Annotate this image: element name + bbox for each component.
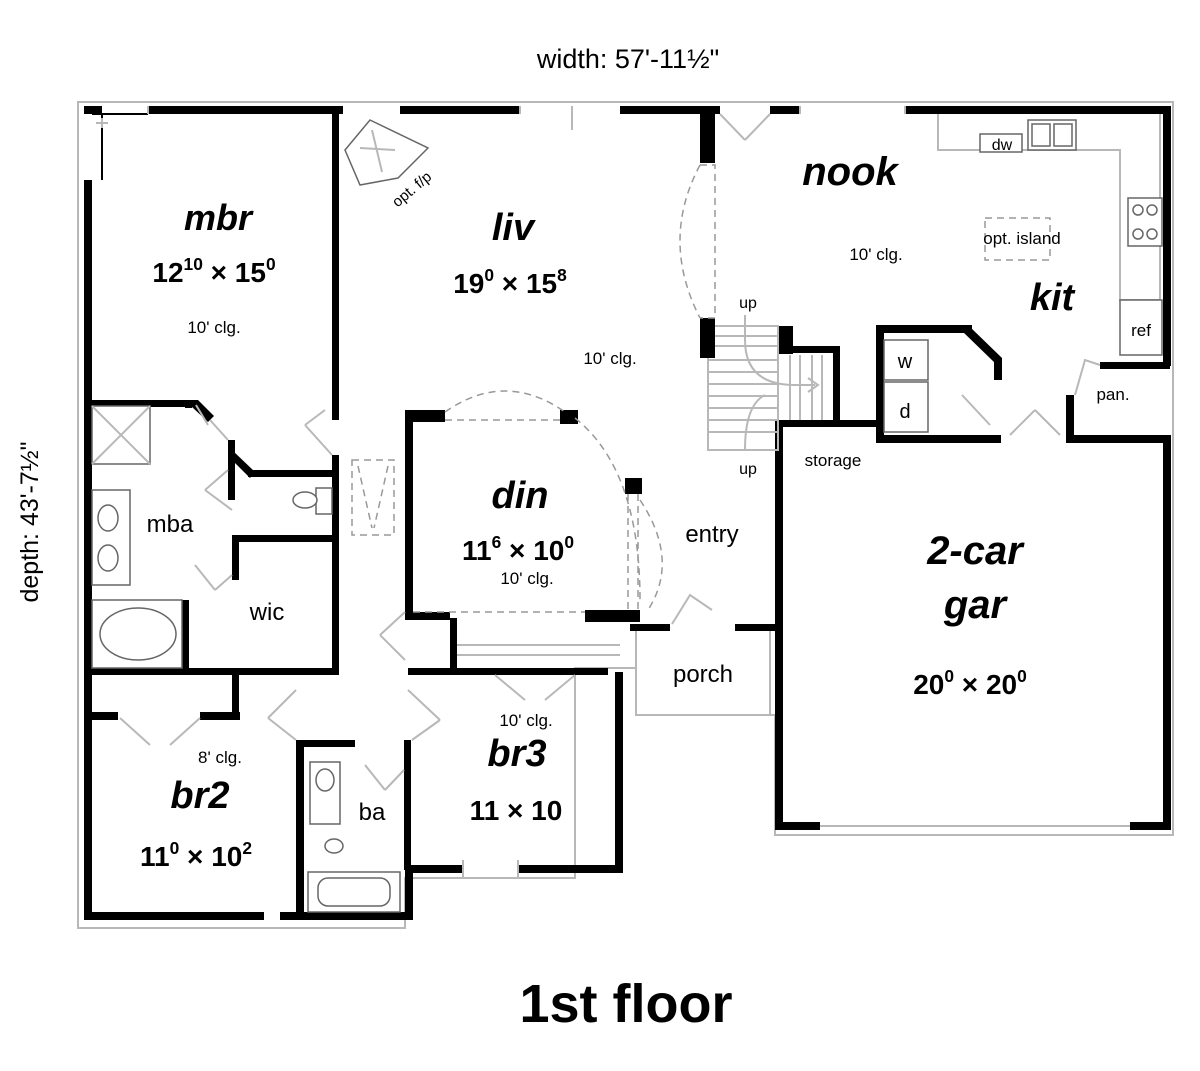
mba-label: mba [147, 511, 194, 538]
room-liv-dims: 190 × 158 [453, 265, 567, 299]
ref-label: ref [1131, 321, 1151, 340]
width-label: width: 57'-11½" [536, 44, 719, 74]
depth-label: depth: 43'-7½" [16, 442, 44, 603]
room-din-ceiling: 10' clg. [500, 569, 553, 588]
room-gar-name-line2: gar [943, 583, 1009, 627]
dashed-features [413, 164, 1051, 613]
room-br3-ceiling: 10' clg. [499, 711, 552, 730]
washer-label: w [897, 351, 913, 373]
room-nook-ceiling: 10' clg. [849, 245, 902, 264]
room-mbr-ceiling: 10' clg. [187, 318, 240, 337]
ba-label: ba [359, 799, 386, 826]
room-br2-ceiling: 8' clg. [198, 748, 242, 767]
pan-label: pan. [1096, 385, 1129, 404]
room-nook-name: nook [802, 150, 899, 194]
room-br2-dims: 110 × 102 [140, 838, 252, 872]
room-liv-ceiling: 10' clg. [583, 349, 636, 368]
room-br3-dims: 11 × 10 [470, 795, 563, 826]
room-kit-name: kit [1030, 277, 1076, 319]
room-gar-dims: 200 × 200 [913, 666, 1027, 700]
porch-label: porch [673, 661, 733, 688]
room-din-name: din [492, 475, 549, 517]
stairs [707, 315, 823, 451]
stairs-up-top-label: up [739, 295, 757, 312]
room-din-dims: 116 × 100 [462, 532, 574, 566]
floor-title: 1st floor [519, 974, 732, 1034]
wic-label: wic [249, 599, 285, 626]
room-mbr-dims: 1210 × 150 [152, 254, 275, 288]
dryer-label: d [899, 401, 910, 423]
fixtures [91, 114, 1163, 913]
doors [92, 106, 1130, 878]
room-br2-name: br2 [170, 775, 229, 817]
exterior-walls [84, 106, 1171, 920]
opt-island-label: opt. island [983, 229, 1061, 248]
storage-label: storage [805, 451, 862, 470]
interior-walls [88, 108, 1170, 920]
room-gar-name-line1: 2-car [926, 529, 1025, 573]
room-mbr-name: mbr [184, 197, 254, 238]
room-br3-name: br3 [487, 733, 546, 775]
dw-label: dw [992, 137, 1013, 154]
labels: width: 57'-11½" depth: 43'-7½" 1st floor… [16, 44, 1151, 1034]
stairs-up-bottom-label: up [739, 461, 757, 478]
room-liv-name: liv [492, 207, 536, 249]
entry-label: entry [685, 521, 738, 548]
